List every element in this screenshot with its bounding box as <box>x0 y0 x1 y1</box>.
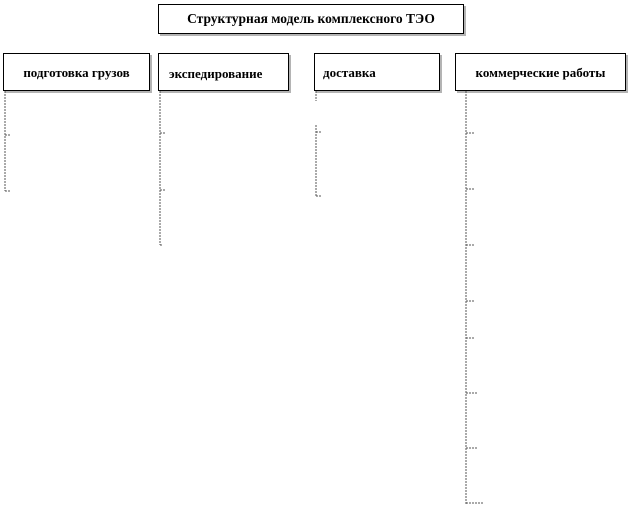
branch-commercial: коммерческие работы <box>455 53 626 91</box>
branch-delivery-label: доставка <box>323 65 376 80</box>
branch-commercial-label: коммерческие работы <box>475 64 606 80</box>
branch-delivery: доставка <box>314 53 440 91</box>
diagram-title: Структурная модель комплексного ТЭО <box>158 4 464 34</box>
branch-cargo-prep: подготовка грузов <box>3 53 150 91</box>
diagram-title-text: Структурная модель комплексного ТЭО <box>187 11 435 27</box>
branch-forwarding-label: экспедирование <box>169 66 263 81</box>
branch-forwarding: экспедирование <box>158 53 289 91</box>
branch-cargo-prep-label: подготовка грузов <box>23 64 130 80</box>
